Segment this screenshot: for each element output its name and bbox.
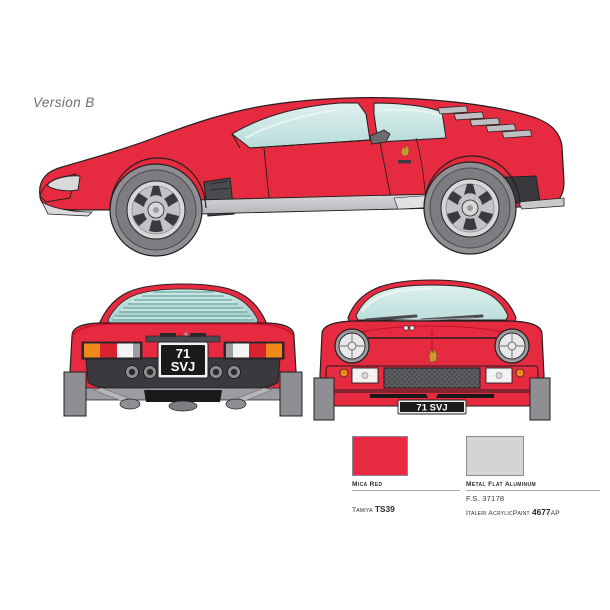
swatch-name-metal-flat-aluminum: Metal Flat Aluminum [466,481,536,488]
headlight-left [334,328,370,364]
rear-license-plate: 71 SVJ [157,341,209,379]
swatch-rule-metal-flat-aluminum [466,490,600,492]
side-glass [231,102,447,149]
swatch-brand-text-mica-red: Tamiya [352,507,375,515]
side-profile-view [18,78,578,257]
rear-plate-line2: SVJ [171,359,196,374]
swatch-chip-metal-flat-aluminum [466,436,524,476]
rear-plate-line1: 71 [176,346,190,361]
front-license-plate: 71 SVJ [397,399,467,415]
side-mirror [369,129,391,145]
front-wheel [109,163,203,257]
rear-view: 71 SVJ [58,276,308,421]
tail-light-right [223,341,285,360]
headlight-right [494,328,530,364]
rear-view-tyre-left [63,371,87,417]
rear-view-tyre-right [279,371,303,417]
lamborghini-badge-front-icon [428,348,438,363]
version-label: Version B [33,95,95,110]
exhaust-pipes [125,365,241,379]
front-view: 71 SVJ [312,272,552,422]
swatch-code-suffix-metal-flat-aluminum: AP [550,510,560,518]
swatch-code-metal-flat-aluminum: 4677 [531,507,551,518]
swatch-brand-text-metal-flat-aluminum: Italeri AcrylicPaint [466,510,532,518]
front-view-tyre-left [313,377,335,421]
swatch-metal-flat-aluminum: Metal Flat Aluminum F.S. 37178 Italeri A… [466,436,602,517]
swatch-brand-mica-red: Tamiya TS39 [352,504,465,514]
front-bumper [325,365,539,391]
engine-cover-slats [437,105,533,139]
front-windshield [347,279,517,325]
rear-engine-cover [99,283,267,333]
swatch-name-mica-red: Mica Red [352,481,383,488]
front-plate-text: 71 SVJ [416,403,447,414]
rear-underbody [79,387,287,412]
lamborghini-badge-icon [398,144,411,164]
swatch-fs-metal-flat-aluminum: F.S. 37178 [466,494,505,504]
swatch-brand-metal-flat-aluminum: Italeri AcrylicPaint 4677AP [466,507,602,517]
swatch-fs-spacer-mica-red [352,491,465,500]
swatch-chip-mica-red [352,436,408,476]
front-view-tyre-right [529,377,551,421]
swatch-rule-mica-red [352,490,460,492]
swatch-mica-red: Mica Red Tamiya TS39 [352,436,465,514]
tail-light-left [81,341,143,360]
swatch-code-mica-red: TS39 [374,504,395,515]
rear-wheel [423,161,517,255]
